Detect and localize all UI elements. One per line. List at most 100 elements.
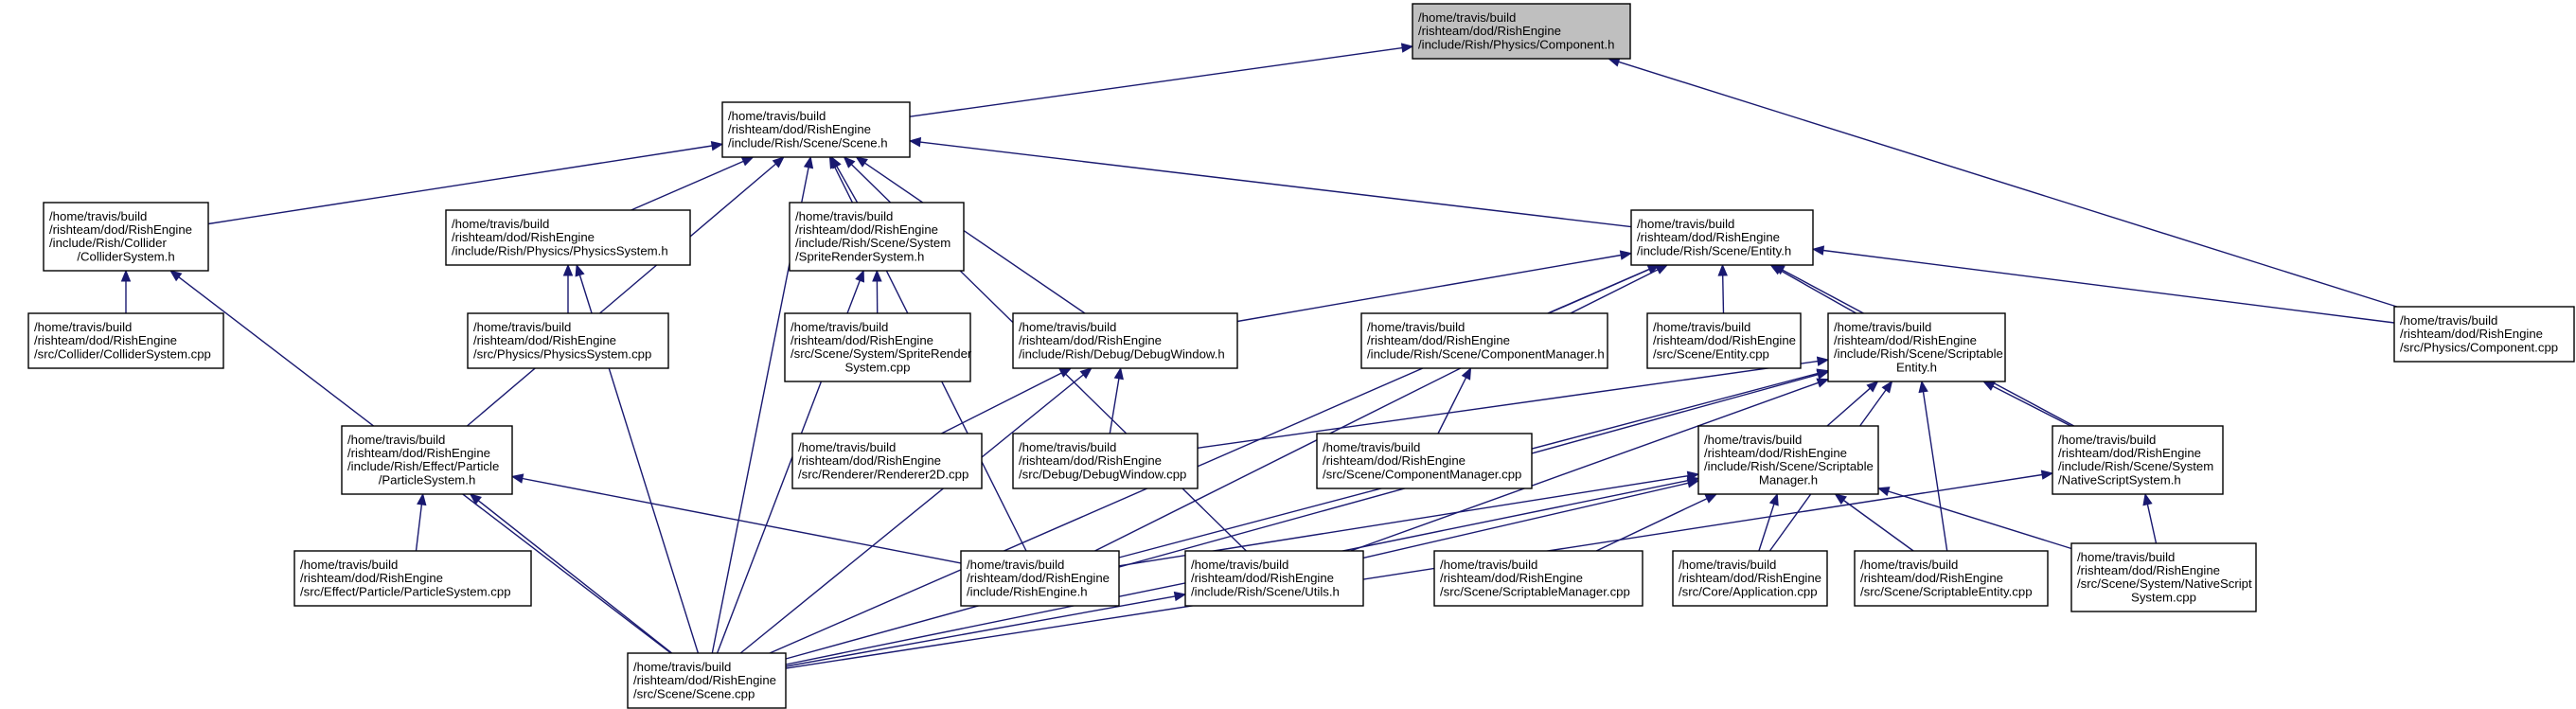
node-spriterendersystem_cpp[interactable]: /home/travis/build/rishteam/dod/RishEngi… xyxy=(784,312,972,382)
arrowhead xyxy=(1768,492,1779,506)
node-debugwindow_cpp[interactable]: /home/travis/build/rishteam/dod/RishEngi… xyxy=(1012,433,1199,489)
node-particlesystem_h[interactable]: /home/travis/build/rishteam/dod/RishEngi… xyxy=(341,425,513,495)
node-box[interactable] xyxy=(1412,3,1631,60)
node-box[interactable] xyxy=(1697,425,1879,495)
node-box[interactable] xyxy=(2070,542,2257,612)
edge-line xyxy=(1722,275,1725,314)
node-componentmanager_h[interactable]: /home/travis/build/rishteam/dod/RishEngi… xyxy=(1360,312,1608,369)
edge-utils_h-to-scriptableentity_h xyxy=(1350,378,1830,552)
edge-component_cpp-to-entity_h xyxy=(1811,245,2395,324)
node-box[interactable] xyxy=(1360,312,1608,369)
node-box[interactable] xyxy=(2393,306,2575,363)
arrowhead xyxy=(1704,493,1718,504)
node-label-line: /rishteam/dod/RishEngine xyxy=(2077,563,2220,577)
node-particlesystem_cpp[interactable]: /home/travis/build/rishteam/dod/RishEngi… xyxy=(293,550,532,607)
node-label-line: /rishteam/dod/RishEngine xyxy=(967,571,1110,585)
arrowhead xyxy=(1881,380,1893,394)
edge-physicssystem_h-to-scene_h xyxy=(631,156,755,211)
edge-scriptableentity_cpp-to-scriptablemanager_h xyxy=(1834,493,1914,552)
edge-line xyxy=(785,473,2043,669)
node-box[interactable] xyxy=(1012,312,1238,369)
arrowhead xyxy=(562,263,574,276)
edge-scene_cpp-to-particlesystem_h xyxy=(469,493,673,654)
node-box[interactable] xyxy=(1672,550,1828,607)
node-box[interactable] xyxy=(467,312,669,369)
node-scene_h[interactable]: /home/travis/build/rishteam/dod/RishEngi… xyxy=(721,101,911,158)
node-label-line: /src/Scene/Entity.cpp xyxy=(1653,346,1769,361)
node-box[interactable] xyxy=(789,202,965,272)
node-nativescriptsystem_h[interactable]: /home/travis/build/rishteam/dod/RishEngi… xyxy=(2052,425,2224,495)
node-label-line: System.cpp xyxy=(845,360,911,374)
node-scene_cpp[interactable]: /home/travis/build/rishteam/dod/RishEngi… xyxy=(627,652,787,709)
node-box[interactable] xyxy=(721,101,911,158)
edge-line xyxy=(836,166,859,204)
node-debugwindow_h[interactable]: /home/travis/build/rishteam/dod/RishEngi… xyxy=(1012,312,1238,369)
node-label-line: /include/Rish/Scene/Utils.h xyxy=(1191,584,1340,598)
node-box[interactable] xyxy=(1184,550,1364,607)
node-label-line: /home/travis/build xyxy=(2058,433,2156,447)
node-label-line: /home/travis/build xyxy=(795,209,893,223)
node-scriptablemanager_h[interactable]: /home/travis/build/rishteam/dod/RishEngi… xyxy=(1697,425,1879,495)
node-collidersystem_h[interactable]: /home/travis/build/rishteam/dod/RishEngi… xyxy=(43,202,209,272)
arrowhead xyxy=(1866,381,1879,393)
node-box[interactable] xyxy=(791,433,983,489)
node-box[interactable] xyxy=(1646,312,1802,369)
node-scriptableentity_h[interactable]: /home/travis/build/rishteam/dod/RishEngi… xyxy=(1827,312,2006,382)
node-physicssystem_cpp[interactable]: /home/travis/build/rishteam/dod/RishEngi… xyxy=(467,312,669,369)
node-scriptablemanager_cpp[interactable]: /home/travis/build/rishteam/dod/RishEngi… xyxy=(1433,550,1643,607)
node-entity_cpp[interactable]: /home/travis/build/rishteam/dod/RishEngi… xyxy=(1646,312,1802,369)
arrowhead xyxy=(1816,369,1830,380)
edge-line xyxy=(1362,482,1689,559)
node-box[interactable] xyxy=(27,312,224,369)
node-box[interactable] xyxy=(784,312,971,382)
edge-particlesystem_h-to-scene_h xyxy=(466,156,785,427)
node-box[interactable] xyxy=(1433,550,1643,607)
node-component_cpp[interactable]: /home/travis/build/rishteam/dod/RishEngi… xyxy=(2393,306,2575,363)
edge-debugwindow_h-to-scene_h xyxy=(855,156,1086,314)
node-application_cpp[interactable]: /home/travis/build/rishteam/dod/RishEngi… xyxy=(1672,550,1828,607)
node-box[interactable] xyxy=(627,652,787,709)
node-box[interactable] xyxy=(445,209,691,266)
node-box[interactable] xyxy=(43,202,209,272)
node-entity_h[interactable]: /home/travis/build/rishteam/dod/RishEngi… xyxy=(1630,209,1814,266)
arrowhead xyxy=(120,269,132,282)
node-label-line: /rishteam/dod/RishEngine xyxy=(798,453,941,468)
node-nativescriptsystem_cpp[interactable]: /home/travis/build/rishteam/dod/RishEngi… xyxy=(2070,542,2257,612)
node-box[interactable] xyxy=(960,550,1120,607)
arrowhead xyxy=(1079,367,1093,380)
node-physicssystem_h[interactable]: /home/travis/build/rishteam/dod/RishEngi… xyxy=(445,209,691,266)
node-label-line: /home/travis/build xyxy=(49,209,147,223)
node-box[interactable] xyxy=(1827,312,2006,382)
node-componentmanager_cpp[interactable]: /home/travis/build/rishteam/dod/RishEngi… xyxy=(1316,433,1533,489)
node-box[interactable] xyxy=(1630,209,1814,266)
node-label-line: /home/travis/build xyxy=(2077,550,2175,564)
node-component_h[interactable]: /home/travis/build/rishteam/dod/RishEngi… xyxy=(1412,3,1631,60)
edge-entity_cpp-to-entity_h xyxy=(1717,263,1728,314)
node-box[interactable] xyxy=(1316,433,1533,489)
edge-scene_cpp-to-scriptableentity_h xyxy=(785,369,1830,660)
edge-collidersystem_cpp-to-collidersystem_h xyxy=(120,269,132,313)
node-label-line: /src/Scene/ScriptableManager.cpp xyxy=(1440,584,1630,598)
node-label-line: /home/travis/build xyxy=(1860,558,1958,572)
arrowhead xyxy=(1816,378,1830,388)
node-rishengine_h[interactable]: /home/travis/build/rishteam/dod/RishEngi… xyxy=(960,550,1120,607)
node-label-line: /src/Renderer/Renderer2D.cpp xyxy=(798,467,968,481)
edge-line xyxy=(207,145,713,225)
node-collidersystem_cpp[interactable]: /home/travis/build/rishteam/dod/RishEngi… xyxy=(27,312,224,369)
node-label-line: /rishteam/dod/RishEngine xyxy=(1019,453,1162,468)
node-box[interactable] xyxy=(293,550,532,607)
node-box[interactable] xyxy=(1854,550,2049,607)
node-label-line: /rishteam/dod/RishEngine xyxy=(473,333,616,347)
node-box[interactable] xyxy=(341,425,513,495)
node-box[interactable] xyxy=(1012,433,1199,489)
arrowhead xyxy=(828,155,840,169)
arrowhead xyxy=(1461,366,1472,381)
node-label-line: /rishteam/dod/RishEngine xyxy=(633,673,776,687)
node-renderer2d_cpp[interactable]: /home/travis/build/rishteam/dod/RishEngi… xyxy=(791,433,983,489)
node-scriptableentity_cpp[interactable]: /home/travis/build/rishteam/dod/RishEngi… xyxy=(1854,550,2049,607)
node-box[interactable] xyxy=(2052,425,2224,495)
node-spriterendersystem_h[interactable]: /home/travis/build/rishteam/dod/RishEngi… xyxy=(789,202,965,272)
arrowhead xyxy=(1811,245,1825,256)
node-utils_h[interactable]: /home/travis/build/rishteam/dod/RishEngi… xyxy=(1184,550,1364,607)
edge-line xyxy=(1779,269,1857,314)
